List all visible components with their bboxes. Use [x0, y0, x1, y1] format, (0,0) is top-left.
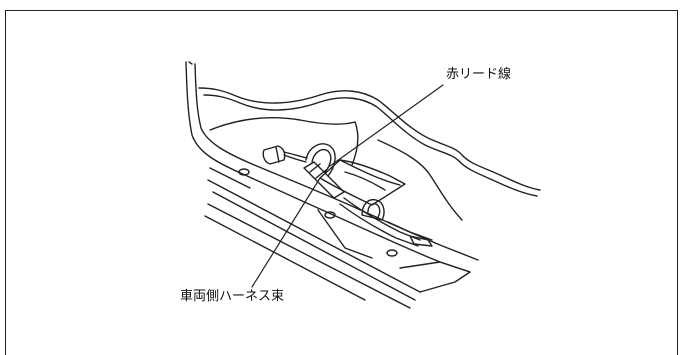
harness-clip [361, 198, 385, 221]
callout-red-lead-wire: 赤リード線 [446, 67, 512, 82]
leader-red-lead-wire [329, 84, 444, 167]
panel-crease-3 [377, 139, 463, 221]
harness-bundle-tube-band-2 [315, 169, 327, 179]
trim-flap-inner-line [344, 171, 386, 191]
connector-housing-rib [275, 146, 280, 163]
harness-run-2 [339, 203, 419, 247]
harness-bundle-tube-band [309, 163, 321, 173]
red-lead-loop-inner [311, 148, 332, 173]
panel-crease-1 [209, 116, 356, 131]
sill-hole-left [238, 168, 250, 176]
door-frame-outer [185, 61, 471, 273]
harness-bundle-tube [303, 161, 345, 199]
trim-panel-inner-contour [203, 94, 538, 197]
sill-end [399, 261, 471, 293]
sill-step [317, 209, 373, 259]
red-lead-loop-outer [305, 143, 336, 177]
connector-housing [262, 145, 286, 165]
sill-line-3 [207, 203, 411, 309]
leader-vehicle-harness [251, 177, 321, 288]
trim-panel-outer-contour [198, 87, 541, 191]
callout-vehicle-harness: 車両側ハーネス束 [180, 289, 285, 304]
figure-frame [5, 10, 678, 355]
harness-run-1 [343, 197, 421, 241]
harness-end-connector [409, 235, 433, 247]
harness-clip-inner [367, 203, 381, 218]
red-lead-wire-upper [283, 151, 308, 159]
panel-crease-2 [351, 121, 359, 166]
harness-illustration [185, 61, 541, 309]
panel-crease-4 [339, 159, 401, 186]
sill-line-2 [212, 191, 416, 301]
sill-hole-middle [324, 211, 336, 219]
sill-line-1 [207, 179, 421, 293]
door-frame-edge [188, 61, 193, 65]
sill-hole-right [386, 249, 398, 257]
harness-run-3 [387, 221, 433, 241]
sill-line-5 [209, 167, 251, 189]
sill-line-4 [204, 215, 366, 301]
red-lead-wire [283, 154, 307, 163]
